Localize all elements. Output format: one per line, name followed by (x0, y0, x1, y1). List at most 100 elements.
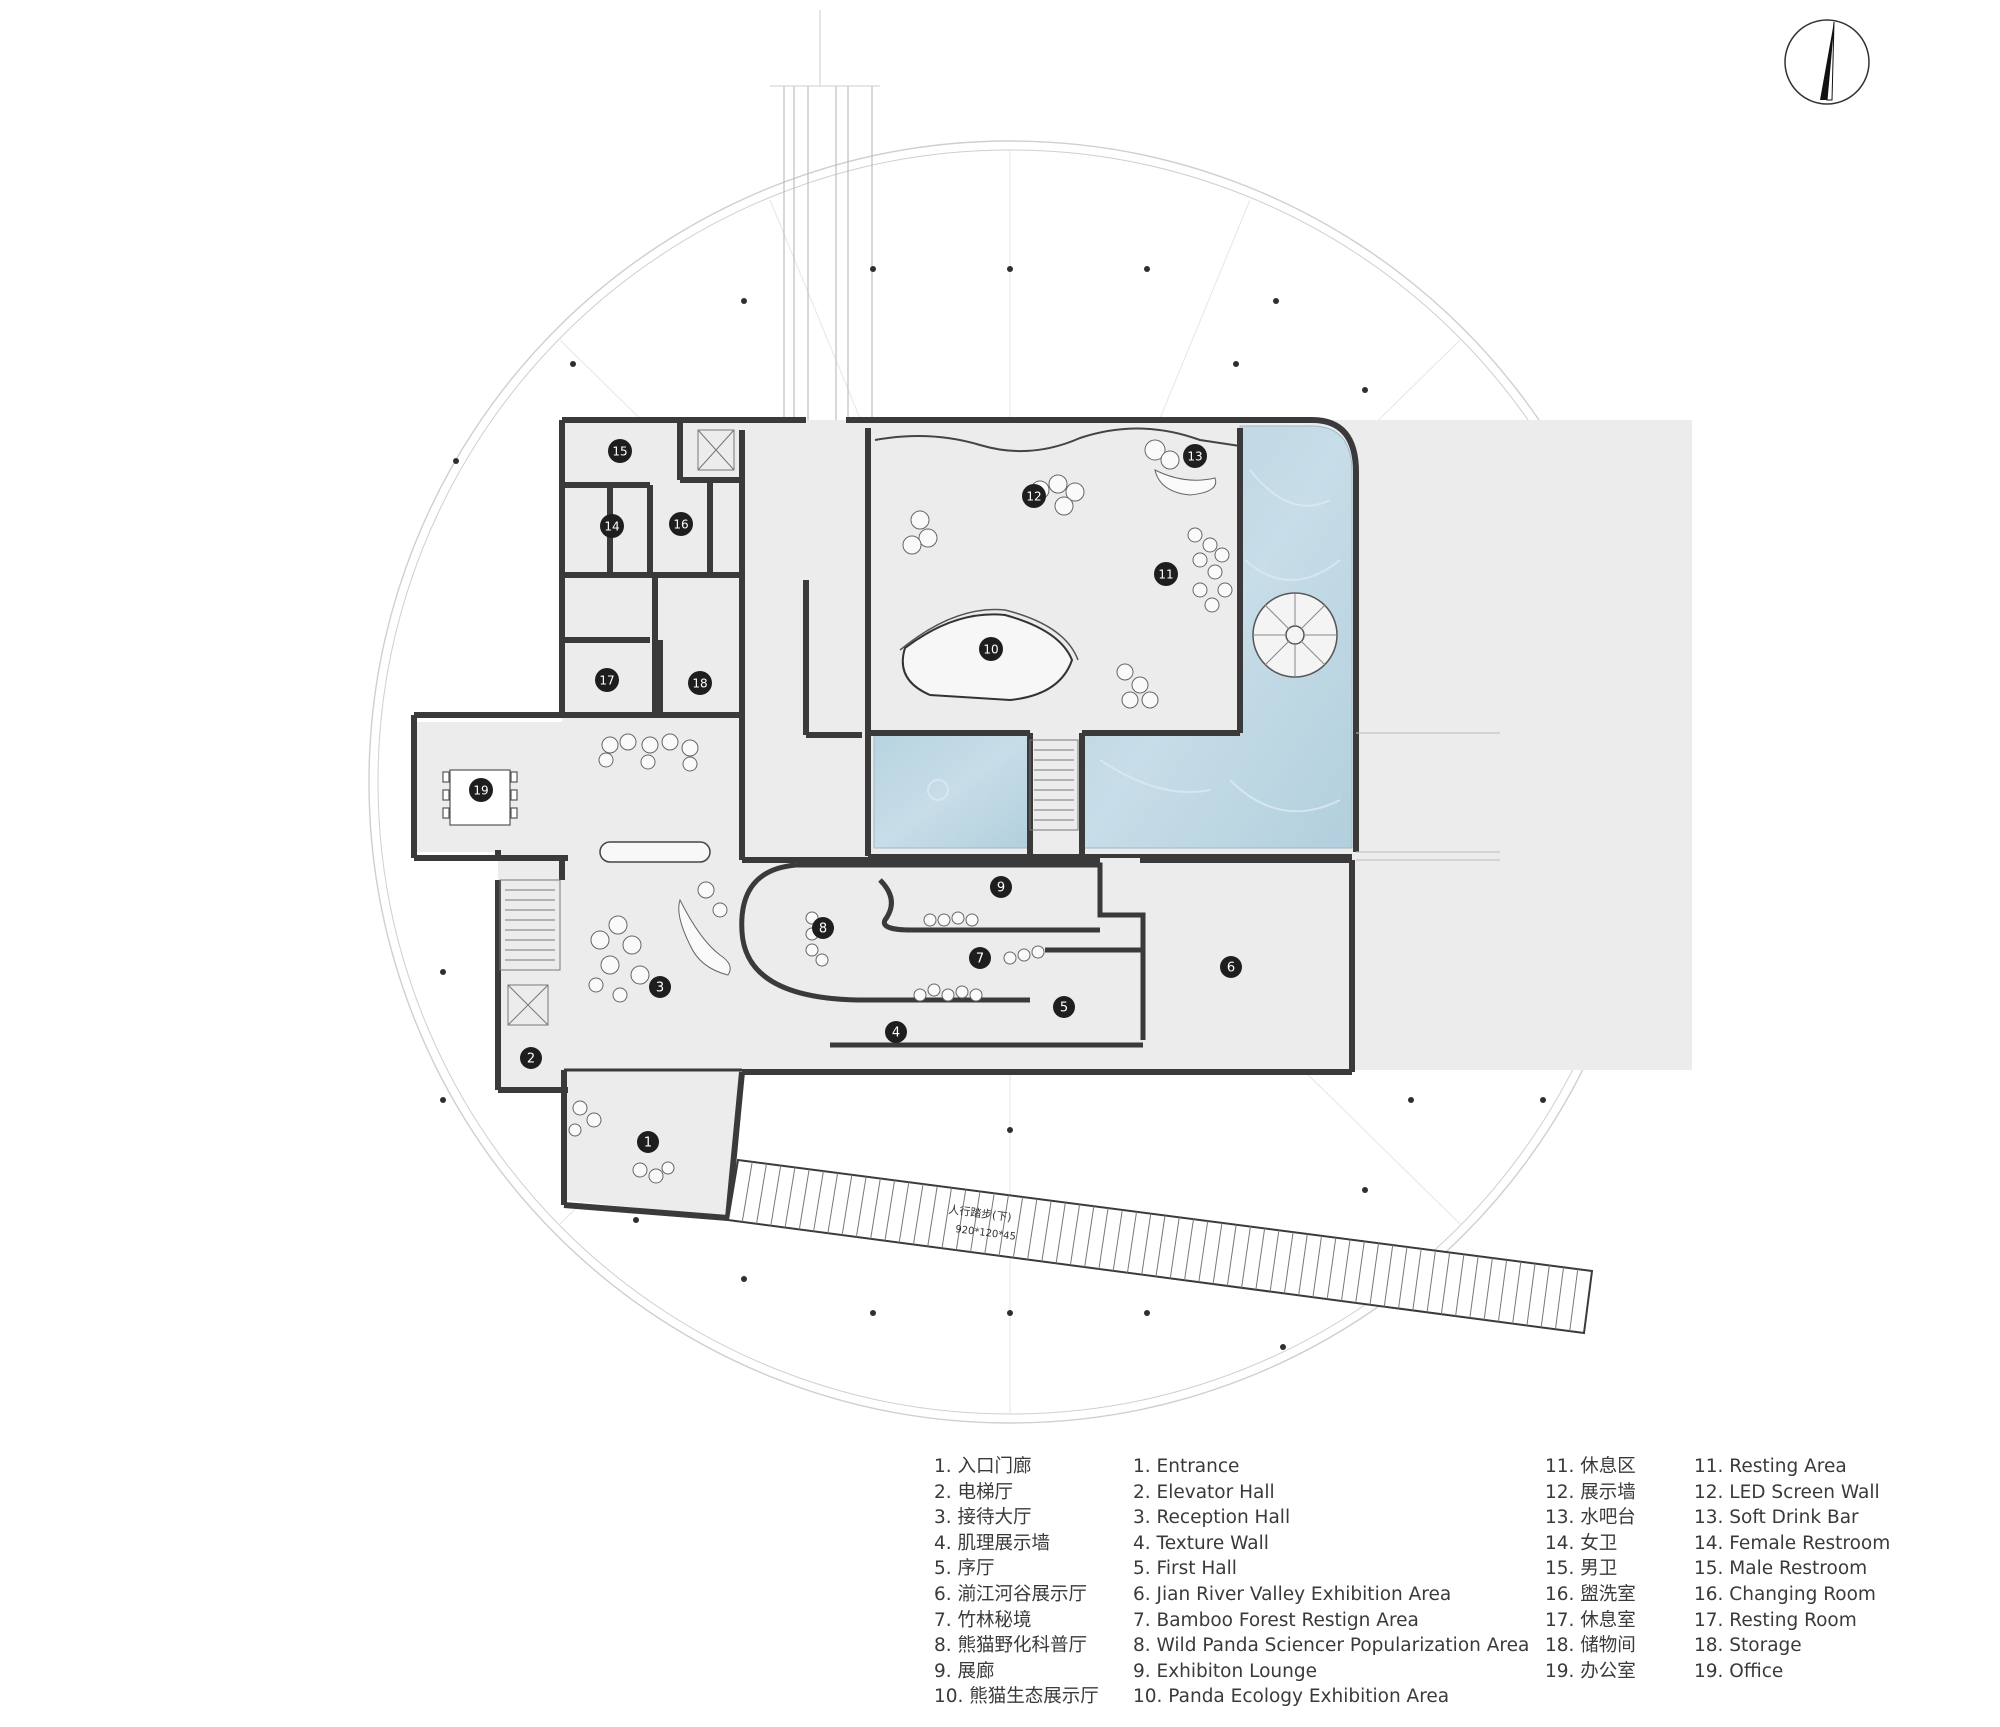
step-line (1340, 1239, 1351, 1302)
legend-item: 15. Male Restroom (1694, 1558, 1868, 1580)
step-line (813, 1171, 824, 1232)
legend-item: 6. Jian River Valley Exhibition Area (1133, 1583, 1452, 1605)
step-line (1155, 1215, 1166, 1277)
step-line (1241, 1226, 1251, 1288)
step-line (1497, 1259, 1508, 1322)
legend-item: 5. First Hall (1133, 1558, 1237, 1580)
room-marker-circle (990, 876, 1012, 898)
room-marker-number: 7 (976, 952, 984, 967)
legend-item: 3. Reception Hall (1133, 1507, 1291, 1529)
step-line (998, 1195, 1009, 1256)
step-line (1412, 1248, 1422, 1311)
north-arrow-icon (1784, 19, 1870, 105)
step-line (955, 1189, 967, 1251)
step-line (1055, 1202, 1066, 1264)
room-marker-circle (637, 1131, 659, 1153)
legend-item: 16. 盥洗室 (1545, 1583, 1636, 1605)
step-line (1540, 1265, 1550, 1328)
room-marker-circle (469, 778, 493, 802)
room-marker-number: 8 (819, 922, 827, 937)
room-marker-number: 16 (673, 518, 688, 532)
step-line (756, 1163, 767, 1224)
step-line (1326, 1237, 1337, 1300)
step-line (1298, 1233, 1308, 1296)
legend-item: 2. 电梯厅 (934, 1481, 1014, 1503)
legend-item: 2. Elevator Hall (1133, 1481, 1275, 1503)
room-marker-circle (979, 637, 1003, 661)
legend-item: 5. 序厅 (934, 1558, 995, 1580)
step-line (1312, 1235, 1323, 1298)
step-line (741, 1161, 753, 1222)
step-line (827, 1172, 839, 1234)
step-line (1483, 1257, 1493, 1320)
room-marker-number: 9 (997, 881, 1005, 896)
room-marker-number: 19 (473, 784, 488, 798)
room-marker-circle (1053, 996, 1075, 1018)
step-line (1141, 1213, 1152, 1275)
step-line (1512, 1261, 1522, 1324)
legend-item: 16. Changing Room (1694, 1583, 1876, 1605)
step-line (841, 1174, 853, 1236)
step-line (1569, 1269, 1579, 1332)
step-line (1383, 1245, 1394, 1307)
legend-item: 8. Wild Panda Sciencer Popularization Ar… (1133, 1635, 1530, 1657)
step-line (898, 1182, 910, 1243)
step-line (1226, 1224, 1237, 1286)
legend-item: 11. Resting Area (1694, 1456, 1847, 1477)
legend-item: 10. 熊猫生态展示厅 (934, 1686, 1099, 1708)
step-line (1398, 1246, 1408, 1309)
legend-item: 10. Panda Ecology Exhibition Area (1133, 1686, 1450, 1708)
step-line (941, 1187, 952, 1249)
legend-left-en: 1. Entrance 2. Elevator Hall 3. Reception … (1133, 1454, 1529, 1710)
room-marker-number: 1 (644, 1136, 652, 1151)
room-marker-circle (595, 668, 619, 692)
legend-item: 17. 休息室 (1545, 1609, 1636, 1631)
seats-stones (568, 439, 1233, 1184)
legend-item: 14. Female Restroom (1694, 1532, 1891, 1554)
room-marker-number: 18 (692, 677, 707, 691)
room-marker-number: 2 (527, 1052, 535, 1067)
step-line (1012, 1196, 1024, 1258)
step-line (1469, 1256, 1479, 1318)
room-marker-circle (1183, 444, 1207, 468)
legend-item: 17. Resting Room (1694, 1609, 1857, 1631)
room-marker-number: 17 (599, 674, 614, 688)
wavy-wall (874, 427, 1241, 453)
step-line (855, 1176, 867, 1238)
legend-item: 4. 肌理展示墙 (934, 1532, 1051, 1554)
legend-item: 15. 男卫 (1545, 1558, 1618, 1580)
room-marker-circle (649, 976, 671, 998)
legend-item: 19. 办公室 (1545, 1660, 1636, 1682)
step-line (1112, 1209, 1123, 1271)
legend-item: 9. Exhibiton Lounge (1133, 1660, 1317, 1682)
legend-item: 13. Soft Drink Bar (1694, 1507, 1859, 1529)
step-line (1440, 1252, 1451, 1315)
step-line (798, 1169, 810, 1230)
step-line (1369, 1243, 1379, 1305)
legend-item: 18. Storage (1694, 1635, 1802, 1657)
legend-item: 9. 展廊 (934, 1660, 995, 1682)
step-line (1283, 1232, 1294, 1294)
room-marker-number: 5 (1060, 1001, 1068, 1016)
step-line (1126, 1211, 1138, 1273)
legend-item: 13. 水吧台 (1545, 1507, 1636, 1529)
step-line (1169, 1217, 1180, 1279)
legend-item: 7. 竹林秘境 (934, 1609, 1032, 1631)
step-line (1027, 1198, 1038, 1260)
step-line (927, 1185, 938, 1247)
room-marker-number: 10 (983, 643, 998, 657)
room-marker-circle (688, 671, 712, 695)
legend-item: 12. 展示墙 (1545, 1481, 1636, 1503)
room-marker-number: 3 (656, 981, 664, 996)
legend-item: 1. 入口门廊 (934, 1456, 1032, 1477)
legend-item: 6. 湔江河谷展示厅 (934, 1583, 1088, 1605)
legend-item: 4. Texture Wall (1133, 1532, 1269, 1554)
legend-item: 1. Entrance (1133, 1456, 1240, 1477)
step-line (1084, 1206, 1095, 1268)
room-marker-number: 13 (1187, 450, 1202, 464)
room-marker-circle (969, 947, 991, 969)
room-marker-circle (669, 512, 693, 536)
pedestrian-steps (726, 1158, 1594, 1335)
